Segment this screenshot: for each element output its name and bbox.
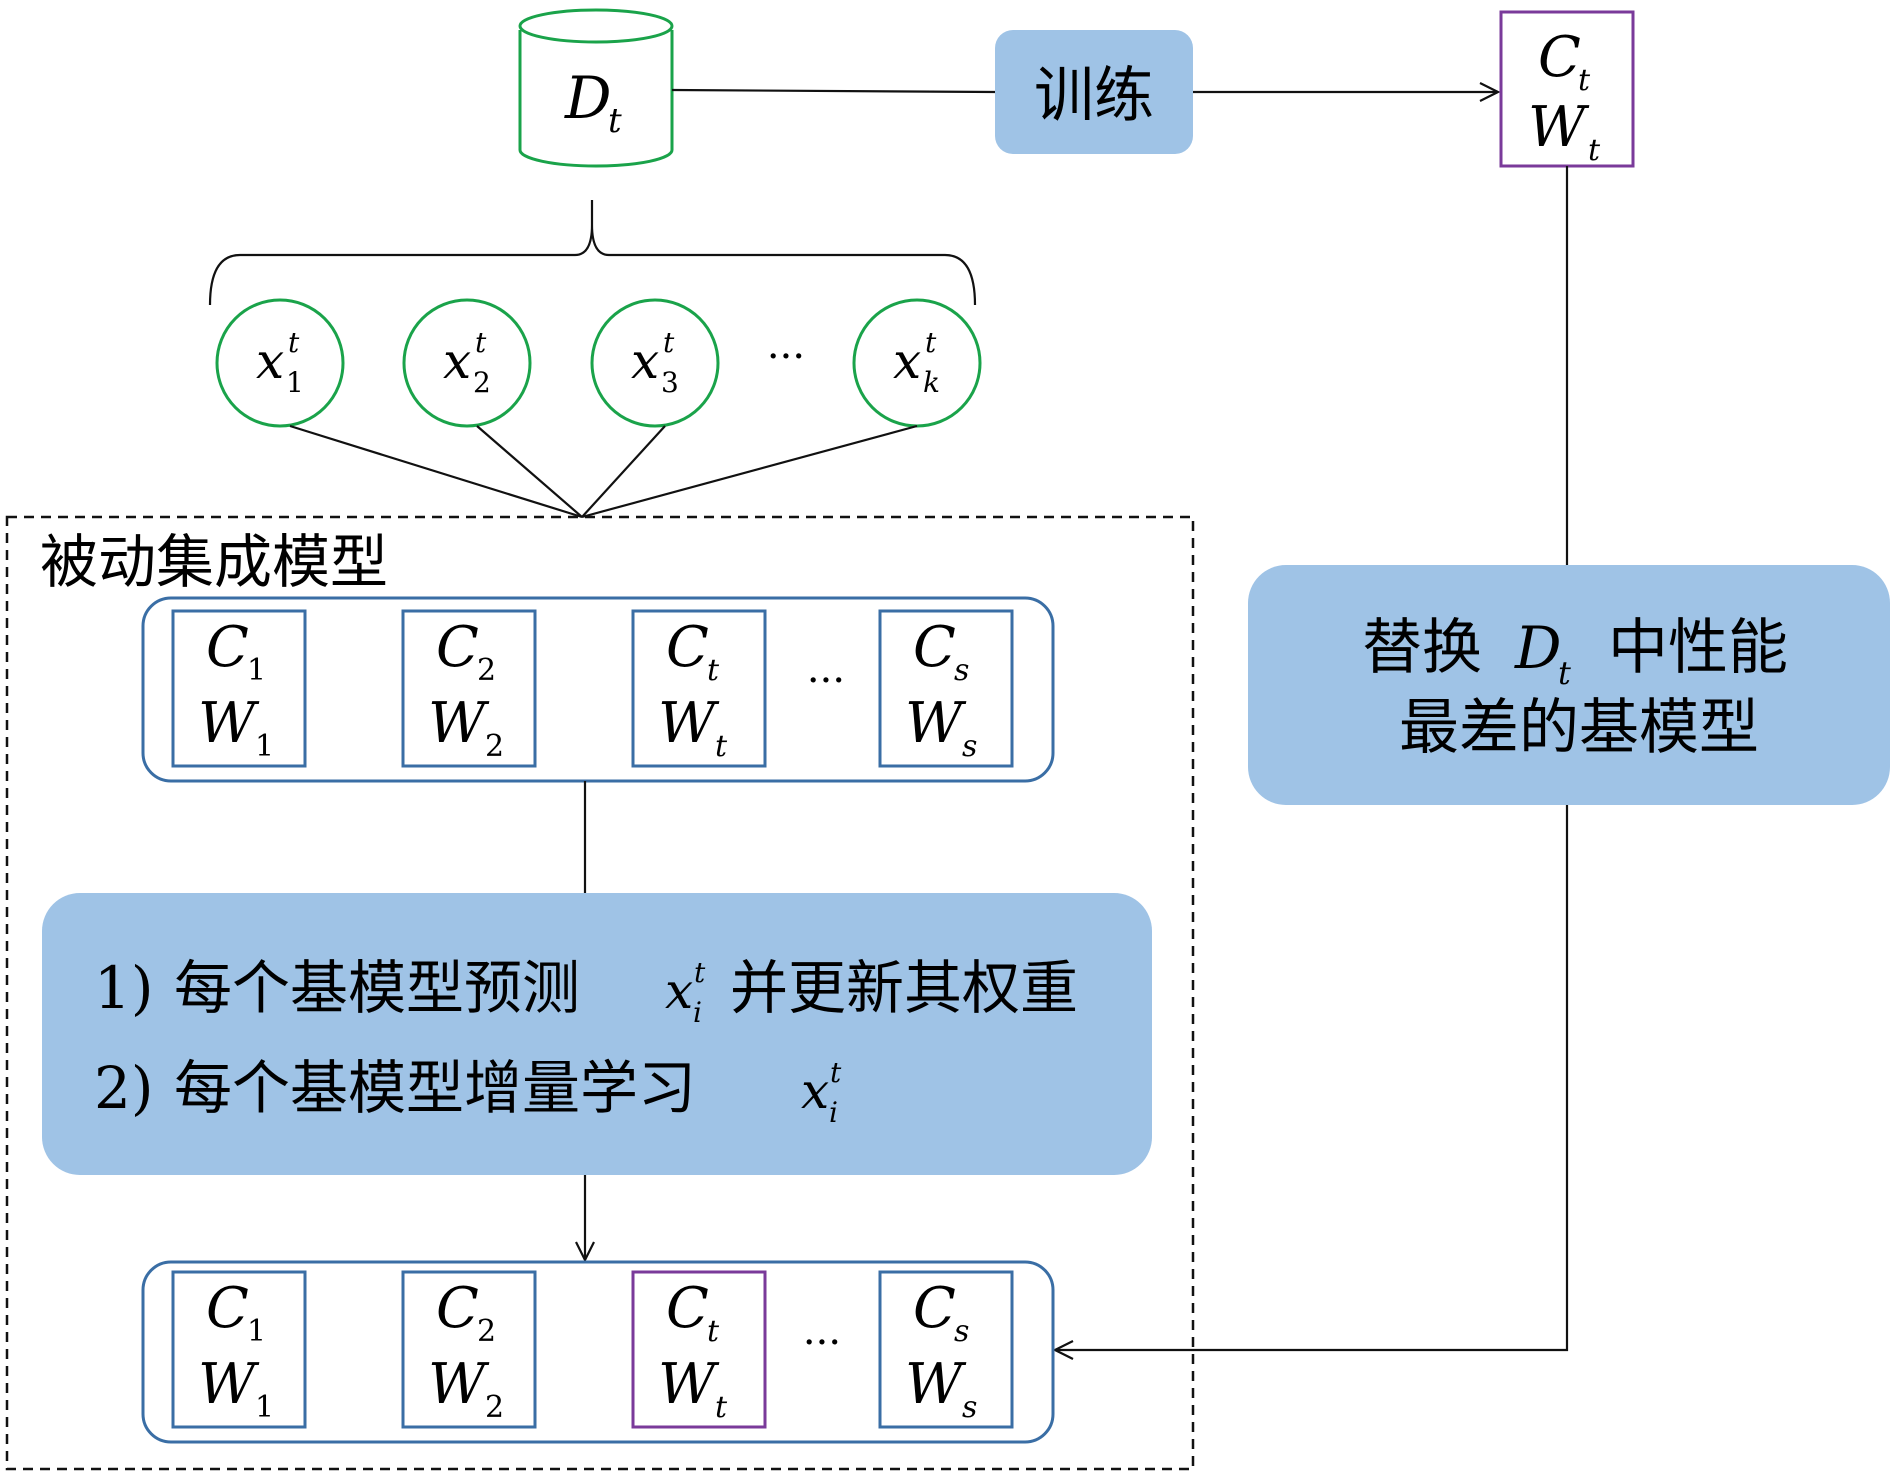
- step1-var: x: [665, 962, 693, 1020]
- model-w-sub: t: [715, 729, 728, 764]
- database-cylinder: D t: [518, 8, 674, 168]
- model-c-sub: 2: [477, 1314, 496, 1349]
- sample-var: x: [443, 332, 471, 390]
- model-card: C 2 W 2: [401, 1270, 537, 1429]
- step1-text: 每个基模型预测: [174, 954, 580, 1022]
- models-ellipsis: ···: [807, 658, 845, 704]
- sample-sub: 1: [286, 366, 304, 399]
- model-w-sub: s: [962, 1390, 977, 1425]
- sample-var: x: [256, 332, 284, 390]
- model-c-sub: t: [707, 653, 720, 688]
- sample-node: x t 1: [215, 298, 345, 428]
- model-card: C 2 W 2: [401, 609, 537, 768]
- sample-sub: 2: [473, 366, 491, 399]
- step2-sub: i: [829, 1096, 838, 1129]
- sample-sup: t: [288, 326, 300, 359]
- grouping-brace: [208, 200, 977, 306]
- model-card: C 1 W 1: [171, 1270, 307, 1429]
- model-c: C: [666, 1276, 709, 1341]
- model-c: C: [913, 615, 956, 680]
- replace-line2: 最差的基模型: [1399, 693, 1759, 763]
- model-w-sub: 2: [485, 1390, 504, 1425]
- model-c-sub: 1: [247, 653, 266, 688]
- new-model-c: C: [1538, 25, 1581, 90]
- step1-sup: t: [694, 956, 706, 989]
- replace-box: 替换 D t 中性能 最差的基模型: [1248, 565, 1890, 805]
- step2-sup: t: [830, 1056, 842, 1089]
- model-w: W: [428, 691, 490, 756]
- replace-line1-pre: 替换: [1362, 613, 1482, 683]
- step2-number: 2): [94, 1054, 154, 1122]
- model-w-sub: 2: [485, 729, 504, 764]
- model-c-sub: 1: [247, 1314, 266, 1349]
- model-c: C: [436, 615, 479, 680]
- step2-var: x: [801, 1062, 829, 1120]
- model-w: W: [658, 1352, 720, 1417]
- steps-box: 1) 每个基模型预测 x t i 并更新其权重 2) 每个基模型增量学习 x t…: [42, 893, 1152, 1175]
- model-w-sub: t: [715, 1390, 728, 1425]
- sample-sup: t: [925, 326, 937, 359]
- model-w-sub: 1: [255, 729, 274, 764]
- sample-var: x: [631, 332, 659, 390]
- model-c-sub: 2: [477, 653, 496, 688]
- model-w: W: [658, 691, 720, 756]
- train-box: 训练: [995, 30, 1193, 154]
- model-c: C: [206, 1276, 249, 1341]
- sample-sub: 3: [661, 366, 679, 399]
- new-model-box: C t W t: [1499, 10, 1635, 168]
- model-w-sub: 1: [255, 1390, 274, 1425]
- models-ellipsis: ···: [803, 1320, 841, 1366]
- step1-post: 并更新其权重: [730, 954, 1078, 1022]
- sample-sub: k: [923, 366, 940, 399]
- step1-sub: i: [693, 996, 702, 1029]
- connector-database-train: [671, 88, 996, 94]
- ensemble-title: 被动集成模型: [40, 528, 388, 596]
- sample-connectors: [289, 424, 918, 519]
- model-card-replaced: C t W t: [631, 1270, 767, 1429]
- model-card: C 1 W 1: [171, 609, 307, 768]
- sample-node: x t k: [852, 298, 982, 428]
- model-c: C: [666, 615, 709, 680]
- model-c: C: [913, 1276, 956, 1341]
- new-model-c-sub: t: [1578, 63, 1591, 98]
- ensemble-frame: [5, 515, 1195, 1471]
- samples-ellipsis: ···: [767, 334, 805, 380]
- model-w: W: [428, 1352, 490, 1417]
- model-c-sub: s: [954, 653, 969, 688]
- step2-text: 每个基模型增量学习: [174, 1054, 696, 1122]
- replace-line1-var: D: [1514, 614, 1562, 682]
- sample-sup: t: [663, 326, 675, 359]
- model-c-sub: t: [707, 1314, 720, 1349]
- model-w: W: [198, 1352, 260, 1417]
- database-label: D: [564, 64, 612, 132]
- model-c: C: [436, 1276, 479, 1341]
- new-model-w: W: [1528, 95, 1590, 160]
- model-c: C: [206, 615, 249, 680]
- sample-sup: t: [475, 326, 487, 359]
- model-row-before: [141, 596, 1055, 783]
- model-w-sub: s: [962, 729, 977, 764]
- model-w: W: [198, 691, 260, 756]
- model-card: C t W t: [631, 609, 767, 768]
- train-label: 训练: [1034, 61, 1154, 131]
- database-label-sub: t: [608, 101, 622, 141]
- sample-node: x t 2: [402, 298, 532, 428]
- model-row-after: [141, 1260, 1055, 1444]
- replace-line1-sub: t: [1558, 654, 1571, 692]
- model-w: W: [905, 1352, 967, 1417]
- model-card: C s W s: [878, 1270, 1014, 1429]
- model-c-sub: s: [954, 1314, 969, 1349]
- replace-line1-post: 中性能: [1608, 613, 1788, 683]
- arrow-replace-ensemble: [1055, 805, 1569, 1350]
- sample-node: x t 3: [590, 298, 720, 428]
- model-card: C s W s: [878, 609, 1014, 768]
- new-model-w-sub: t: [1588, 133, 1601, 168]
- step1-number: 1): [94, 954, 154, 1022]
- model-w: W: [905, 691, 967, 756]
- sample-var: x: [893, 332, 921, 390]
